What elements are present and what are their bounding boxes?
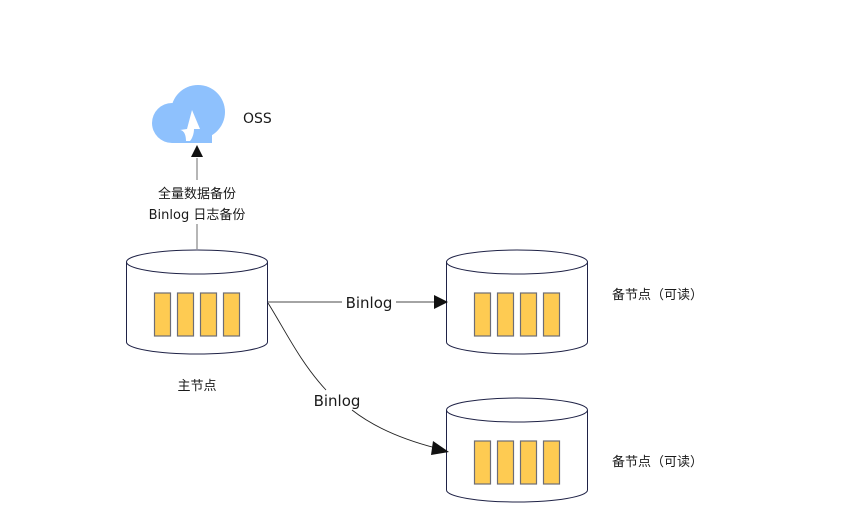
backup-label-line1: 全量数据备份 [158,186,236,202]
binlog-arrowhead-replica2 [431,441,449,455]
replica2-disk-4 [542,440,561,485]
replica2-disk-2 [496,440,515,485]
primary-disk-2 [176,292,195,337]
primary-disk-3 [199,292,218,337]
replica2-node-cylinder [446,397,588,503]
backup-edge [191,145,203,249]
binlog-edge-replica2 [267,302,449,455]
replica2-disk-1 [473,440,492,485]
backup-arrowhead [191,145,203,157]
replica1-cylinder-body [446,262,588,355]
oss-label: OSS [243,111,272,127]
replica1-disk-3 [519,292,538,337]
primary-disk-4 [222,292,241,337]
replica2-node-label: 备节点（可读） [612,454,703,470]
replica1-node-label: 备节点（可读） [612,287,703,303]
primary-node-label: 主节点 [177,379,216,394]
replica1-cylinder-top [446,249,588,275]
replica1-node-cylinder [446,249,588,355]
upload-arrow-icon [180,110,200,141]
replica2-cylinder-body [446,410,588,503]
replica2-disk-3 [519,440,538,485]
binlog-edge-replica1 [268,295,448,309]
replica1-disk-1 [473,292,492,337]
binlog-label-replica2: Binlog [314,392,361,410]
primary-disk-1 [153,292,172,337]
binlog-label-replica1: Binlog [346,294,393,312]
replica1-disk-4 [542,292,561,337]
replica1-disk-2 [496,292,515,337]
primary-node-cylinder [126,249,268,355]
backup-label-line2: Binlog 日志备份 [149,207,246,223]
primary-cylinder-body [126,262,268,355]
replica2-cylinder-top [446,397,588,423]
cloud-upload-icon [152,85,225,143]
binlog-arrowhead-replica1 [434,295,448,309]
primary-cylinder-top [126,249,268,275]
